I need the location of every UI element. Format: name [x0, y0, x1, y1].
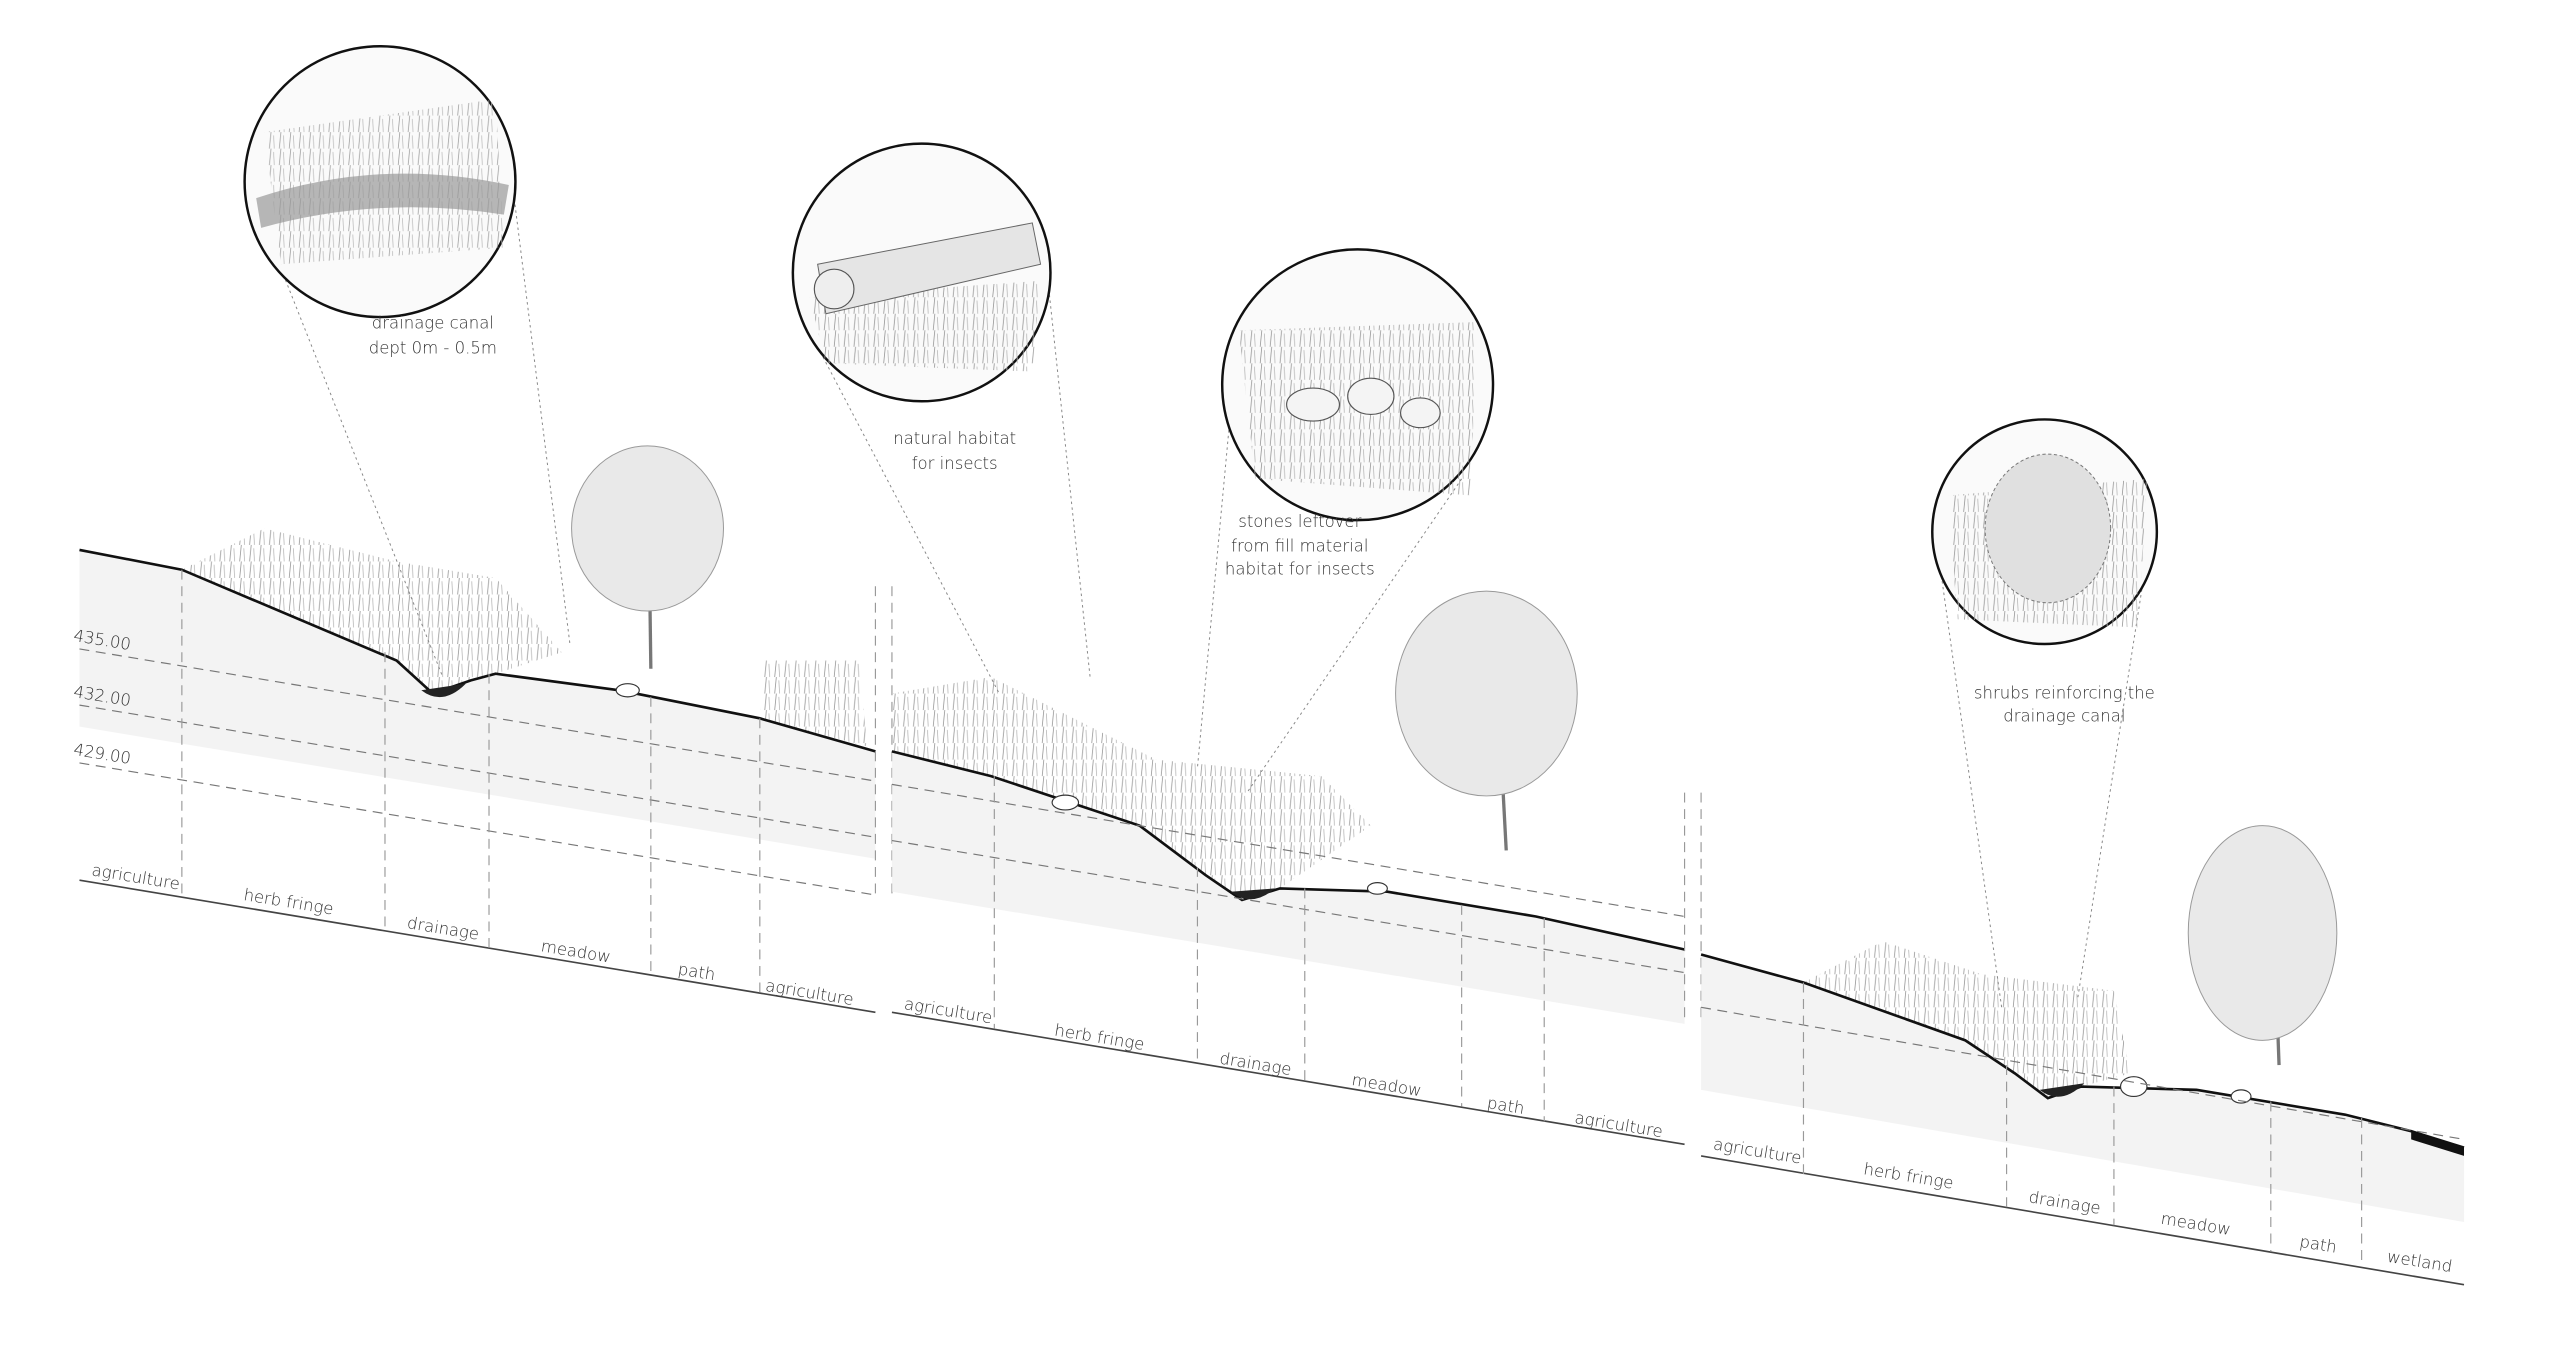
callout-text: for insects: [912, 454, 998, 473]
section-panel-3: agriculture herb fringe drainage meadow …: [1700, 825, 2465, 1286]
stone: [2230, 1089, 2252, 1104]
zone-label: path: [2298, 1232, 2338, 1257]
zone-label: agriculture: [90, 860, 181, 893]
wetland-water: [2411, 1131, 2465, 1156]
drainage-water: [421, 683, 466, 698]
zone-label: herb fringe: [1053, 1021, 1146, 1054]
elevation-line: [891, 839, 1685, 974]
callout-text: from fill material: [1231, 537, 1368, 556]
terrain-line: [891, 750, 1685, 951]
zone-label: agriculture: [1573, 1108, 1664, 1141]
zone-label: herb fringe: [1862, 1159, 1955, 1192]
zone-label: drainage: [406, 913, 481, 943]
terrain-line: [79, 548, 876, 753]
stone: [615, 683, 640, 698]
zone-label: path: [1486, 1093, 1526, 1118]
elevation-line-429: [79, 762, 876, 896]
callout-text: drainage canal: [2003, 707, 2125, 726]
baseline: [1700, 1155, 2465, 1286]
callout-drainage-canal: drainage canal dept 0m - 0.5m: [243, 44, 517, 357]
callout-text: stones leftover: [1238, 512, 1361, 531]
zone-dividers: [993, 776, 1702, 1122]
elevation-line-435: [79, 648, 876, 782]
soil-fill: [891, 751, 1685, 1024]
callout-text: drainage canal: [372, 314, 494, 333]
soil-fill: [1701, 954, 2465, 1222]
zone-label: herb fringe: [242, 885, 335, 918]
callout-text: shrubs reinforcing the: [1974, 684, 2155, 703]
zone-label: drainage: [1218, 1049, 1293, 1079]
zone-label: agriculture: [1712, 1135, 1803, 1168]
stone: [1366, 882, 1388, 895]
stone: [1051, 794, 1080, 811]
section-panel-1: 435.00 432.00 429.00 agriculture herb fr…: [72, 445, 893, 1014]
herb-vegetation: [181, 528, 562, 694]
shrub-vegetation: [1803, 941, 2131, 1099]
tree-icon: [2187, 825, 2338, 1066]
tree-icon: [1395, 590, 1578, 851]
zone-label: agriculture: [764, 976, 855, 1009]
baseline: [891, 1011, 1685, 1146]
callout-stones: stones leftover from fill material habit…: [1220, 248, 1495, 579]
elevation-line-432: [79, 704, 876, 838]
callout-natural-habitat: natural habitat for insects: [791, 142, 1052, 473]
callout-shrubs: shrubs reinforcing the drainage canal: [1931, 418, 2159, 726]
section-panel-2: agriculture herb fringe drainage meadow …: [891, 590, 1702, 1146]
callout-leader-lines: [272, 181, 2145, 1008]
callout-text: habitat for insects: [1225, 560, 1375, 579]
drainage-water: [2039, 1083, 2085, 1097]
callout-text: natural habitat: [893, 429, 1016, 448]
tree-icon: [571, 445, 724, 669]
callout-text: dept 0m - 0.5m: [369, 338, 497, 357]
baseline: [79, 879, 876, 1014]
zone-label: meadow: [1350, 1070, 1423, 1100]
elevation-line: [891, 783, 1685, 918]
soil-fill: [79, 549, 876, 859]
drainage-water: [1230, 888, 1276, 900]
stone: [2119, 1076, 2148, 1098]
zone-label: wetland: [2386, 1247, 2454, 1276]
elevation-line: [1700, 1006, 2465, 1140]
